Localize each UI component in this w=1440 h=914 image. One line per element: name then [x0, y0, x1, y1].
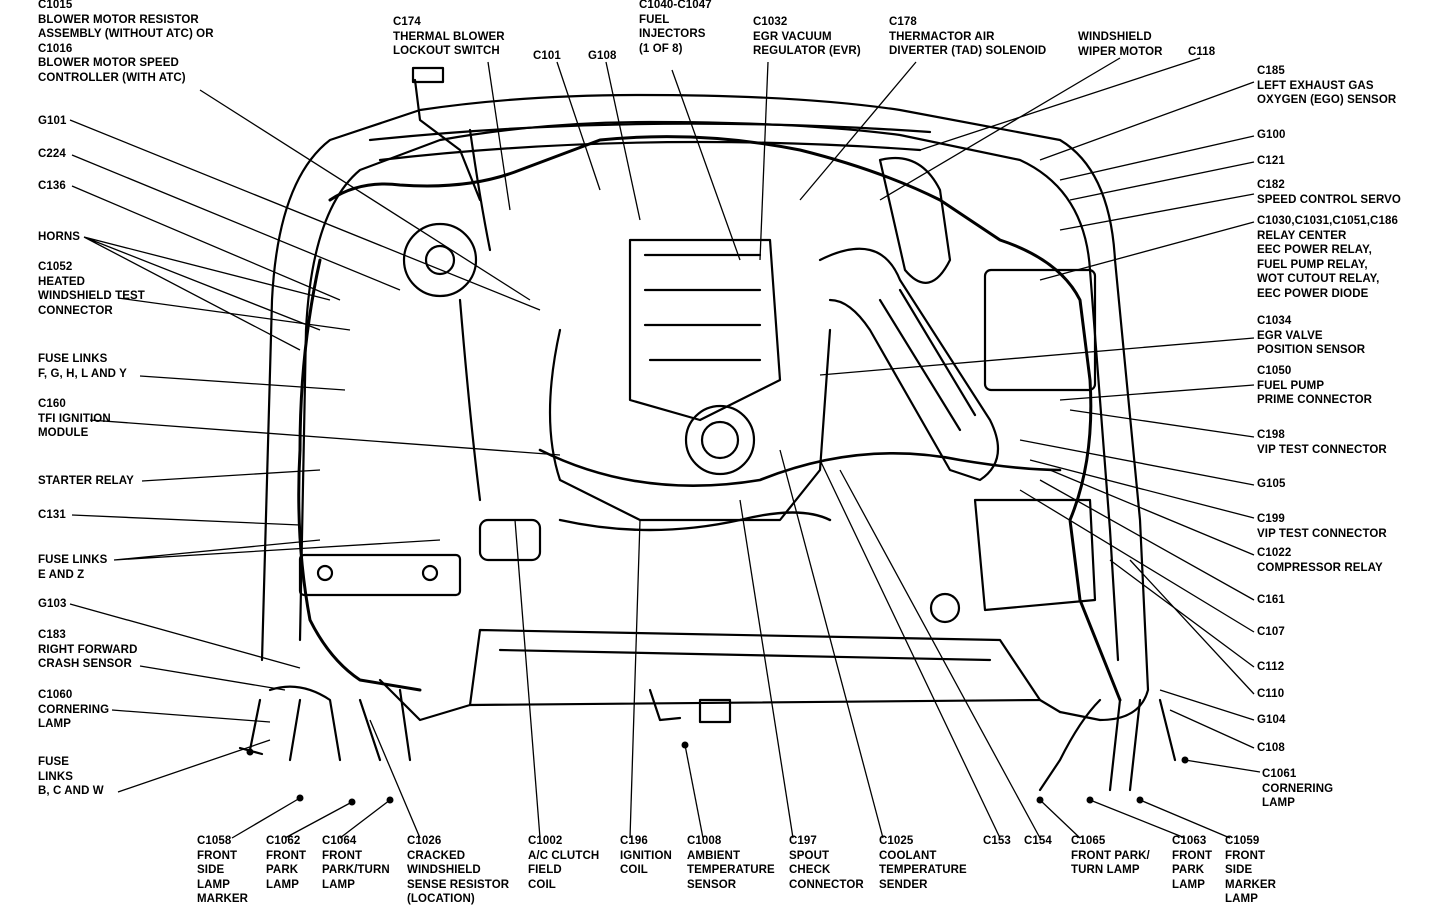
label-g103: G103 — [38, 598, 67, 610]
intake-manifold — [628, 238, 782, 422]
label-c121: C121 — [1257, 155, 1285, 167]
air-intake-tube — [818, 247, 1000, 482]
label-c185: C185 LEFT EXHAUST GAS OXYGEN (EGO) SENSO… — [1257, 65, 1397, 106]
label-horns: HORNS — [38, 231, 81, 243]
label-c1022: C1022 COMPRESSOR RELAY — [1257, 547, 1383, 574]
label-c1065: C1065 FRONT PARK/ TURN LAMP — [1071, 835, 1150, 876]
label-g100: G100 — [1257, 129, 1286, 141]
coolant-reservoir — [973, 498, 1097, 612]
label-c198: C198 VIP TEST CONNECTOR — [1257, 429, 1387, 456]
label-c108: C108 — [1257, 742, 1285, 754]
label-fuse-links-bcw: FUSE LINKS B, C AND W — [38, 756, 104, 797]
label-c1025: C1025 COOLANT TEMPERATURE SENDER — [879, 835, 967, 891]
label-g108: G108 — [588, 50, 617, 62]
label-c1008: C1008 AMBIENT TEMPERATURE SENSOR — [687, 835, 775, 891]
battery — [298, 553, 462, 597]
label-fuse-links-fghly: FUSE LINKS F, G, H, L AND Y — [38, 353, 127, 380]
label-c1050: C1050 FUEL PUMP PRIME CONNECTOR — [1257, 365, 1373, 406]
left-lamp-harness — [268, 685, 412, 762]
main-harness — [328, 135, 1122, 702]
fender-outline — [260, 93, 1150, 722]
label-c1002: C1002 A/C CLUTCH FIELD COIL — [528, 835, 600, 891]
label-c1062: C1062 FRONT PARK LAMP — [266, 835, 307, 891]
label-fuse-links-ez: FUSE LINKS E AND Z — [38, 554, 108, 581]
relay-center-box — [983, 268, 1097, 392]
label-c131: C131 — [38, 509, 66, 521]
label-c1026: C1026 CRACKED WINDSHIELD SENSE RESISTOR … — [407, 835, 510, 905]
label-c161: C161 — [1257, 594, 1285, 606]
label-c1032: C1032 EGR VACUUM REGULATOR (EVR) — [753, 16, 861, 57]
label-c1061: C1061 CORNERING LAMP — [1262, 768, 1334, 809]
label-c153: C153 — [983, 835, 1011, 847]
label-c199: C199 VIP TEST CONNECTOR — [1257, 513, 1387, 540]
label-c1040-c1047: C1040-C1047 FUEL INJECTORS (1 OF 8) — [639, 0, 712, 55]
distributor-cap — [684, 404, 756, 476]
label-g105: G105 — [1257, 478, 1286, 490]
label-c118: C118 — [1188, 46, 1216, 58]
label-c196: C196 IGNITION COIL — [620, 835, 672, 876]
blower-motor — [402, 222, 478, 298]
label-windshield-wiper-motor: WINDSHIELD WIPER MOTOR — [1078, 31, 1163, 58]
label-g104: G104 — [1257, 714, 1286, 726]
label-c182: C182 SPEED CONTROL SERVO — [1257, 179, 1401, 206]
label-c107: C107 — [1257, 626, 1285, 638]
label-c154: C154 — [1024, 835, 1052, 847]
label-c112: C112 — [1257, 661, 1285, 673]
label-c197: C197 SPOUT CHECK CONNECTOR — [789, 835, 864, 891]
label-c160: C160 TFI IGNITION MODULE — [38, 398, 111, 439]
label-c110: C110 — [1257, 688, 1285, 700]
label-c174: C174 THERMAL BLOWER LOCKOUT SWITCH — [393, 16, 505, 57]
label-c101: C101 — [533, 50, 561, 62]
label-c1052: C1052 HEATED WINDSHIELD TEST CONNECTOR — [38, 261, 145, 317]
label-c178: C178 THERMACTOR AIR DIVERTER (TAD) SOLEN… — [889, 16, 1047, 57]
label-c136: C136 — [38, 180, 66, 192]
label-c224: C224 — [38, 148, 66, 160]
label-c183: C183 RIGHT FORWARD CRASH SENSOR — [38, 629, 138, 670]
label-c1060: C1060 CORNERING LAMP — [38, 689, 110, 730]
label-c1063: C1063 FRONT PARK LAMP — [1172, 835, 1213, 891]
radiator-support — [468, 628, 1042, 707]
label-c1064: C1064 FRONT PARK/TURN LAMP — [322, 835, 390, 891]
label-c1015: C1015 BLOWER MOTOR RESISTOR ASSEMBLY (WI… — [38, 0, 214, 84]
label-c1059: C1059 FRONT SIDE MARKER LAMP — [1225, 835, 1277, 905]
label-c1058: C1058 FRONT SIDE LAMP MARKER — [197, 835, 249, 905]
label-g101: G101 — [38, 115, 67, 127]
label-relay-center: C1030,C1031,C1051,C186 RELAY CENTER EEC … — [1257, 215, 1398, 300]
cowl — [368, 122, 932, 142]
fender-inner — [298, 120, 1120, 662]
label-starter-relay: STARTER RELAY — [38, 475, 134, 487]
right-lamp-harness — [1038, 698, 1177, 792]
label-c1034: C1034 EGR VALVE POSITION SENSOR — [1257, 315, 1366, 356]
